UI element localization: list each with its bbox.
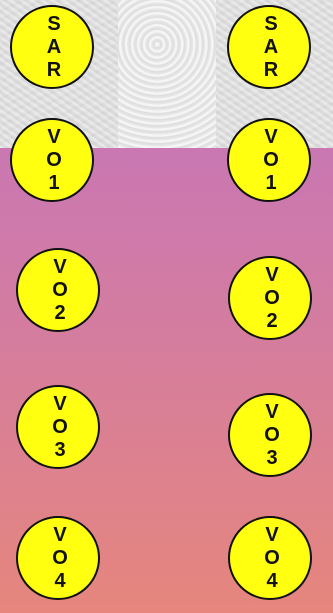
right-vo2-button[interactable]: V O 2 <box>228 256 312 340</box>
button-label-line2: O <box>52 546 68 569</box>
left-vo3-button[interactable]: V O 3 <box>16 385 100 469</box>
button-label-line3: 2 <box>54 301 66 324</box>
button-label-line1: S <box>264 12 278 35</box>
button-label-line3: 3 <box>54 438 66 461</box>
button-label-line2: O <box>52 415 68 438</box>
right-vo3-button[interactable]: V O 3 <box>228 393 312 477</box>
right-vo4-button[interactable]: V O 4 <box>228 516 312 600</box>
left-vo2-button[interactable]: V O 2 <box>16 248 100 332</box>
button-label-line3: R <box>46 58 62 81</box>
button-label-line2: O <box>264 546 280 569</box>
left-sar-button[interactable]: S A R <box>10 5 94 89</box>
button-label-line2: O <box>52 278 68 301</box>
button-label-line3: 2 <box>266 309 278 332</box>
button-label-line3: 3 <box>266 446 278 469</box>
button-label-line1: V <box>265 263 279 286</box>
button-label-line2: O <box>46 148 62 171</box>
button-label-line1: S <box>47 12 61 35</box>
button-label-line2: O <box>264 286 280 309</box>
button-label-line2: O <box>264 423 280 446</box>
button-label-line3: R <box>263 58 279 81</box>
right-vo1-button[interactable]: V O 1 <box>227 118 311 202</box>
button-label-line3: 1 <box>265 171 277 194</box>
button-label-line2: O <box>263 148 279 171</box>
textured-center-panel <box>118 0 216 148</box>
button-label-line1: V <box>53 392 67 415</box>
button-label-line1: V <box>53 523 67 546</box>
button-label-line2: A <box>46 35 62 58</box>
button-label-line3: 4 <box>266 569 278 592</box>
button-label-line1: V <box>265 523 279 546</box>
button-label-line2: A <box>263 35 279 58</box>
button-label-line3: 1 <box>48 171 60 194</box>
right-sar-button[interactable]: S A R <box>227 5 311 89</box>
button-label-line1: V <box>264 125 278 148</box>
left-vo4-button[interactable]: V O 4 <box>16 516 100 600</box>
button-label-line3: 4 <box>54 569 66 592</box>
button-label-line1: V <box>53 255 67 278</box>
left-vo1-button[interactable]: V O 1 <box>10 118 94 202</box>
button-label-line1: V <box>265 400 279 423</box>
button-label-line1: V <box>47 125 61 148</box>
